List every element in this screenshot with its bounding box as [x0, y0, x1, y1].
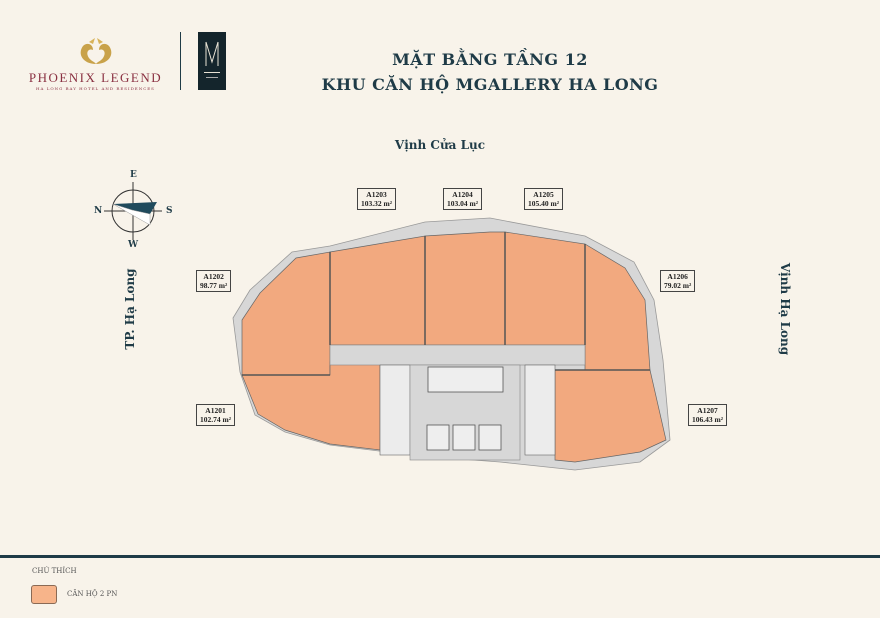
- page-subtitle: KHU CĂN HỘ MGALLERY HA LONG: [321, 75, 659, 94]
- walls: [242, 232, 650, 376]
- compass-north: N: [94, 206, 103, 216]
- elevator-shaft: [427, 366, 504, 393]
- compass: E N S W: [90, 170, 180, 250]
- legend-swatch-2pn: [31, 585, 57, 604]
- elevator-1: [426, 424, 450, 451]
- legend-label-2pn: CĂN HỘ 2 PN: [67, 590, 118, 598]
- phoenix-emblem-icon: [80, 38, 111, 64]
- page-title: MẶT BẰNG TẦNG 12: [392, 50, 588, 69]
- direction-top-label: Vịnh Cửa Lục: [394, 138, 486, 152]
- phoenix-legend-logo: PHOENIX LEGEND HA LONG BAY HOTEL AND RES…: [28, 36, 163, 91]
- corridor: [329, 344, 586, 366]
- legend-title: CHÚ THÍCH: [32, 567, 77, 575]
- compass-west: W: [128, 240, 139, 250]
- logo-divider: [180, 32, 181, 90]
- core-stair-right: [524, 364, 556, 456]
- compass-east: E: [130, 170, 137, 180]
- footer-divider: [0, 555, 880, 558]
- elevator-2: [452, 424, 476, 451]
- elevator-3: [478, 424, 502, 451]
- apartment-a1204[interactable]: [424, 231, 506, 346]
- apartment-a1205[interactable]: [504, 231, 586, 346]
- compass-rose-icon: [104, 182, 162, 240]
- core-stair-left: [379, 364, 411, 456]
- apartment-a1202[interactable]: [241, 251, 331, 376]
- mgallery-logo: [198, 32, 226, 90]
- apartment-a1203[interactable]: [329, 235, 426, 346]
- brand-name: PHOENIX LEGEND: [28, 70, 163, 85]
- compass-south: S: [166, 206, 173, 216]
- brand-tagline: HA LONG BAY HOTEL AND RESIDENCES: [36, 86, 155, 91]
